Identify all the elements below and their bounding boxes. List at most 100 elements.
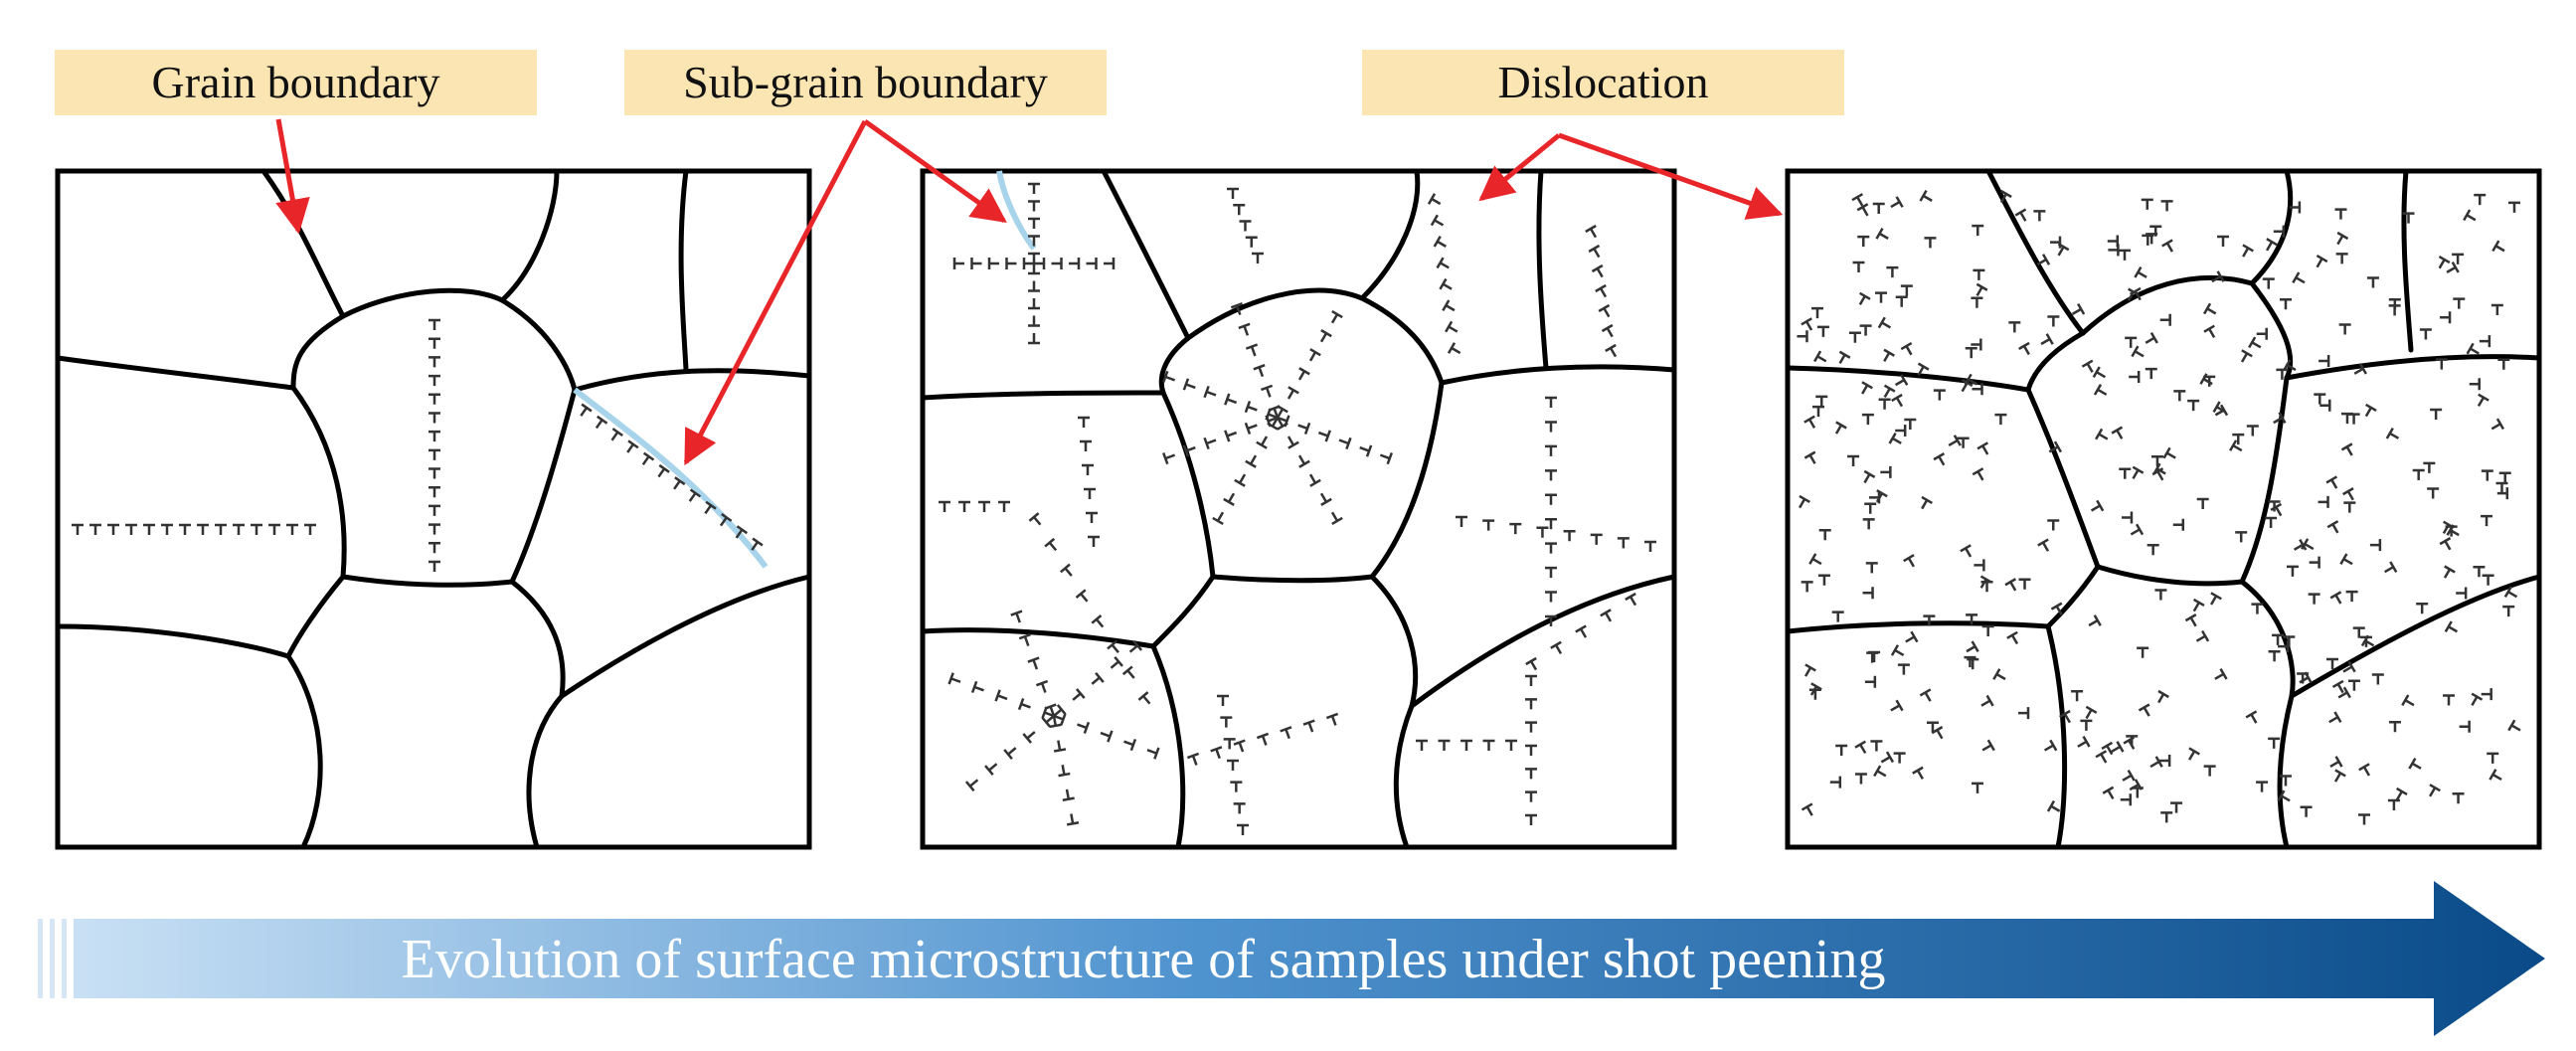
dislocation-symbol [1077,721,1091,735]
dislocation-symbol [1894,374,1909,387]
dislocation-symbol [1854,740,1867,754]
dislocation-symbol [429,337,440,349]
dislocation-symbol [1256,732,1270,746]
dislocation-symbol [1893,752,1906,764]
dislocation-symbol [1801,802,1813,816]
dislocation-symbol [2121,511,2134,524]
dislocation-symbol [994,689,1008,702]
dislocation-symbol [1895,295,1908,307]
grain-boundary-label: Grain boundary [55,50,537,115]
dislocation-symbol [1964,655,1976,668]
dislocation-symbol [2172,518,2185,531]
dislocation-symbol [1330,309,1343,324]
dislocation-symbol [1644,540,1656,552]
dislocation-symbol [2145,367,2157,380]
dislocation-symbol [1972,782,1984,793]
dislocation-symbol [1060,563,1073,577]
dislocation-symbol [2429,784,2441,797]
dislocation-symbol [1890,196,1904,209]
dislocation-symbol [1617,537,1630,549]
dislocation-symbol [429,412,440,424]
dislocation-symbol [2459,720,2471,733]
dislocation-symbol [1588,244,1601,259]
dislocation-symbol [2490,303,2503,315]
dislocation-symbol [751,537,764,551]
dislocation-symbol [1233,739,1246,753]
dislocation-symbol [1245,454,1258,468]
dislocation-symbol [1829,776,1842,788]
dislocation-symbol [2240,349,2253,363]
dislocation-symbol [984,763,998,777]
dislocation-symbol [2387,798,2400,811]
dislocation-symbol [2301,538,2315,551]
dislocation-symbol [1864,502,1877,514]
dislocation-symbol [2316,254,2328,268]
dislocation-symbol [2256,781,2269,792]
dislocation-symbol [2071,303,2086,315]
dislocation-symbol [2279,297,2292,310]
dislocation-symbol [1447,342,1461,355]
dislocation-symbol [2137,646,2149,658]
dislocation-symbol [2481,514,2493,527]
dislocation-symbol [1563,530,1576,542]
dislocation-symbol [2477,393,2490,407]
dislocation-symbol [2046,799,2061,812]
dislocation-symbol [1868,491,1881,504]
dislocation-symbol [1545,493,1557,505]
dislocation-symbol [1212,511,1225,526]
dislocation-symbol [1545,566,1557,579]
dislocation-symbol [1220,716,1233,728]
dislocation-symbol [2364,403,2377,418]
dislocation-symbol [2334,208,2347,220]
dislocation-symbol [1994,413,2007,426]
dislocation-symbol [1854,773,1867,785]
dislocation-symbol [1875,228,1889,240]
dislocation-symbol [233,523,245,535]
dislocation-symbol [1100,730,1114,743]
dislocation-symbol [947,672,961,685]
dislocation-symbol [2293,538,2308,551]
dislocation-symbol [719,512,733,527]
dislocation-symbol [1545,542,1557,554]
dislocation-symbol [2048,440,2063,453]
dislocation-symbol [2159,755,2171,768]
dislocation-symbol [2440,311,2452,324]
dislocation-symbol [1926,721,1939,733]
dislocation-symbol [1525,744,1537,756]
dislocation-symbol [1525,656,1538,671]
dislocation-symbol [1601,323,1614,338]
dislocation-symbol [1917,362,1930,376]
dislocation-symbol [1861,381,1873,395]
dislocation-symbol [2481,688,2492,701]
dislocation-symbol [1325,712,1339,726]
dislocation-symbol [1028,235,1040,247]
dislocation-symbol [2345,590,2358,603]
dislocation-symbol [2331,679,2344,694]
dislocation-symbol [2369,539,2382,552]
dislocation-symbol [1980,581,1993,593]
dislocation-symbol [1203,385,1217,399]
dislocation-symbol [2490,418,2505,431]
dislocation-symbol [2383,561,2398,574]
dislocation-symbol [2341,487,2354,501]
panel-initial-microstructure [55,168,812,850]
dislocation-symbol [2343,501,2356,513]
dislocation-symbol [2217,235,2230,247]
dislocation-symbol [2157,689,2169,704]
dislocation-symbol [2273,225,2286,238]
dislocation-symbol [2203,375,2216,387]
dislocation-symbol [1862,587,1874,600]
dislocation-symbol [2154,589,2167,601]
dislocation-symbol [1545,444,1557,456]
dislocation-symbol [2489,769,2502,781]
dislocation-symbol [2268,737,2281,749]
dislocation-symbol [1445,320,1459,333]
dislocation-symbol [286,523,298,535]
dislocation-symbol [1505,739,1517,751]
dislocation-symbol [1864,675,1877,688]
dislocation-symbol [2188,747,2200,761]
dislocation-symbol [2160,200,2173,212]
dislocation-symbol [2199,373,2213,386]
dislocation-symbol [1883,384,1896,398]
dislocation-symbol [1072,688,1086,701]
